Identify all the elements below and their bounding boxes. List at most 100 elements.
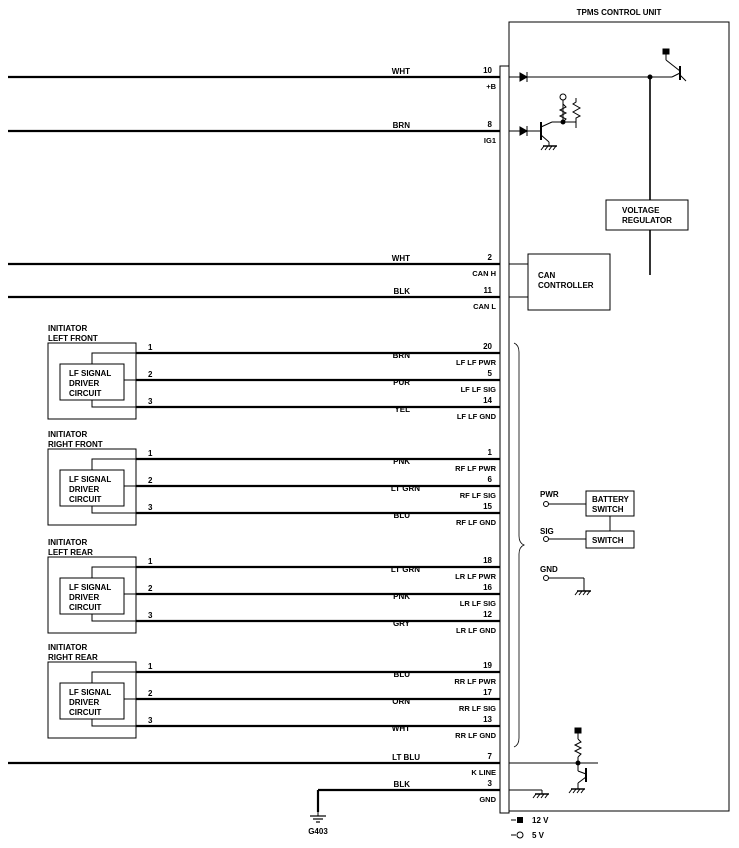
svg-text:CIRCUIT: CIRCUIT [69, 603, 102, 612]
svg-text:LF SIGNAL: LF SIGNAL [69, 475, 111, 484]
svg-text:3: 3 [148, 503, 153, 512]
svg-text:BLK: BLK [394, 780, 411, 789]
svg-text:BLU: BLU [394, 511, 411, 520]
svg-text:1: 1 [148, 557, 153, 566]
svg-text:INITIATOR: INITIATOR [48, 324, 87, 333]
svg-text:2: 2 [148, 584, 153, 593]
svg-text:IG1: IG1 [484, 136, 496, 145]
svg-text:CIRCUIT: CIRCUIT [69, 495, 102, 504]
svg-text:CAN L: CAN L [473, 302, 496, 311]
battery-switch-box [585, 490, 635, 517]
svg-text:INITIATOR: INITIATOR [48, 643, 87, 652]
svg-text:LF LF PWR: LF LF PWR [456, 358, 497, 367]
can-controller-box [527, 253, 611, 311]
voltage-regulator-label: VOLTAGE [622, 206, 660, 215]
signal-name-label: +B IG1 CAN H CAN L [472, 82, 496, 311]
switch-box [585, 530, 635, 549]
svg-text:YEL: YEL [394, 405, 410, 414]
svg-text:LF SIGNAL: LF SIGNAL [69, 369, 111, 378]
svg-text:6: 6 [488, 475, 493, 484]
svg-text:5 V: 5 V [532, 831, 545, 840]
sig-label: SIG [540, 527, 554, 536]
svg-text:RR LF PWR: RR LF PWR [454, 677, 496, 686]
svg-text:ORN: ORN [392, 697, 410, 706]
svg-text:1: 1 [148, 662, 153, 671]
svg-text:12: 12 [483, 610, 492, 619]
svg-text:DRIVER: DRIVER [69, 593, 99, 602]
svg-text:GND: GND [479, 795, 496, 804]
svg-text:RF LF SIG: RF LF SIG [460, 491, 496, 500]
svg-text:BRN: BRN [393, 351, 411, 360]
gnd-label: GND [540, 565, 558, 574]
internal-switch-circuit [543, 501, 611, 596]
initiator-right-front: INITIATOR RIGHT FRONT LF SIGNAL DRIVER C… [47, 430, 500, 527]
k-line-circuit [509, 727, 598, 799]
svg-text:19: 19 [483, 661, 492, 670]
ignition-input-circuit [509, 93, 582, 151]
svg-text:BLU: BLU [394, 670, 411, 679]
svg-text:LT GRN: LT GRN [391, 565, 420, 574]
initiator-right-rear: INITIATOR RIGHT REAR LF SIGNAL DRIVER CI… [47, 643, 500, 740]
can-controller-label: CONTROLLER [538, 281, 594, 290]
svg-text:LEFT REAR: LEFT REAR [48, 548, 93, 557]
svg-text:LF SIGNAL: LF SIGNAL [69, 688, 111, 697]
svg-text:3: 3 [148, 611, 153, 620]
svg-text:PNK: PNK [393, 457, 410, 466]
svg-text:5: 5 [488, 369, 493, 378]
svg-text:2: 2 [148, 689, 153, 698]
svg-text:1: 1 [148, 449, 153, 458]
voltage-regulator-label: REGULATOR [622, 216, 672, 225]
svg-text:WHT: WHT [392, 254, 410, 263]
wire-color-label: WHT BRN WHT BLK [392, 67, 410, 296]
legend-5v-icon [516, 831, 524, 839]
svg-text:INITIATOR: INITIATOR [48, 538, 87, 547]
svg-text:WHT: WHT [392, 67, 410, 76]
svg-text:PUR: PUR [393, 378, 410, 387]
battery-input-circuit [509, 48, 687, 275]
svg-text:11: 11 [484, 286, 493, 295]
svg-text:LT GRN: LT GRN [391, 484, 420, 493]
svg-text:RF LF PWR: RF LF PWR [455, 464, 496, 473]
legend-12v-icon [517, 817, 523, 823]
svg-text:15: 15 [483, 502, 492, 511]
pin-number-label: 10 8 2 11 [483, 66, 492, 295]
svg-text:BLK: BLK [394, 287, 411, 296]
svg-text:3: 3 [488, 779, 493, 788]
legend: 12 V 5 V [511, 816, 549, 840]
svg-text:3: 3 [148, 716, 153, 725]
svg-text:LEFT FRONT: LEFT FRONT [48, 334, 98, 343]
svg-text:LF LF SIG: LF LF SIG [461, 385, 497, 394]
initiator-left-front: INITIATOR LEFT FRONT LF SIGNAL DRIVER CI… [47, 324, 500, 421]
svg-text:LT BLU: LT BLU [392, 753, 420, 762]
svg-text:PNK: PNK [393, 592, 410, 601]
svg-text:8: 8 [488, 120, 493, 129]
svg-text:CIRCUIT: CIRCUIT [69, 389, 102, 398]
svg-text:10: 10 [483, 66, 492, 75]
voltage-regulator-box [605, 199, 689, 231]
svg-text:RF LF GND: RF LF GND [456, 518, 497, 527]
svg-text:LF LF GND: LF LF GND [457, 412, 497, 421]
svg-text:DRIVER: DRIVER [69, 379, 99, 388]
svg-text:K LINE: K LINE [471, 768, 496, 777]
svg-text:GRY: GRY [393, 619, 411, 628]
svg-text:BRN: BRN [393, 121, 411, 130]
svg-text:2: 2 [148, 476, 153, 485]
svg-text:CIRCUIT: CIRCUIT [69, 708, 102, 717]
svg-text:LR LF PWR: LR LF PWR [455, 572, 496, 581]
svg-text:RR LF SIG: RR LF SIG [459, 704, 496, 713]
svg-text:INITIATOR: INITIATOR [48, 430, 87, 439]
svg-text:18: 18 [483, 556, 492, 565]
battery-switch-label: BATTERY [592, 495, 630, 504]
svg-text:1: 1 [488, 448, 493, 457]
svg-text:DRIVER: DRIVER [69, 485, 99, 494]
wire-group-bottom: LT BLU BLK 7 3 K LINE GND [8, 752, 500, 823]
battery-switch-label: SWITCH [592, 505, 624, 514]
switch-label: SWITCH [592, 536, 624, 545]
svg-text:LR LF GND: LR LF GND [456, 626, 497, 635]
svg-text:RR LF GND: RR LF GND [455, 731, 496, 740]
wire-group-top [8, 75, 500, 299]
connector-bar [499, 65, 510, 814]
svg-text:LF SIGNAL: LF SIGNAL [69, 583, 111, 592]
pwr-label: PWR [540, 490, 559, 499]
